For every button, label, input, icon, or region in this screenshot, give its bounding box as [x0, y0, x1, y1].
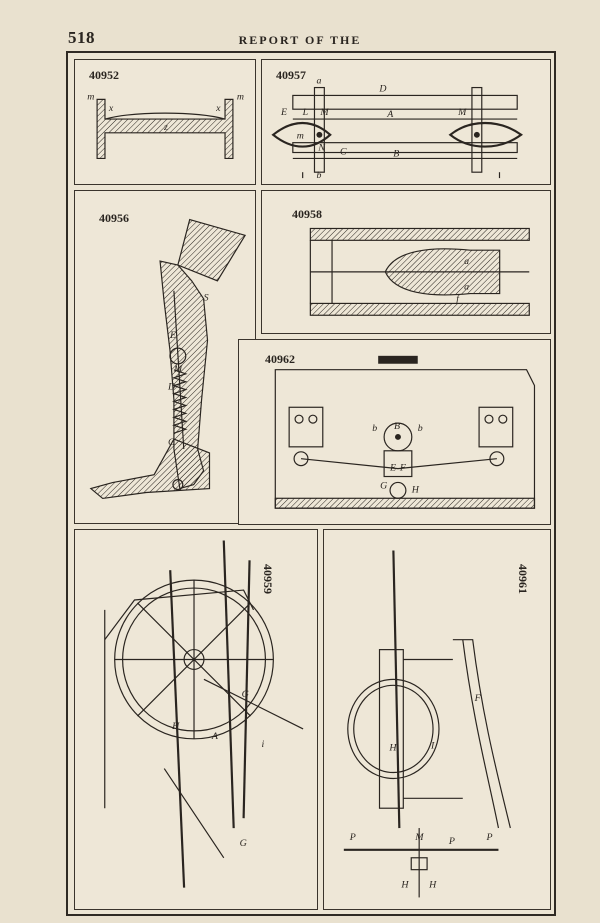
label-C: C: [168, 437, 175, 448]
figure-plate: m x x m z 40952 a D E L M M: [66, 51, 556, 916]
label-F: F: [474, 693, 482, 704]
figure-40956-drawing: S E M D C: [89, 218, 247, 500]
running-head: REPORT OF THE: [238, 33, 362, 47]
label-G: G: [380, 480, 387, 491]
label-B: B: [393, 148, 399, 159]
figure-40961: F H I P P P M H H 40961: [323, 529, 551, 910]
figure-40962-drawing: b B b E F G H: [274, 355, 536, 509]
label-L: L: [302, 107, 308, 118]
label-i: i: [261, 739, 264, 750]
figure-40956: S E M D C 40956: [74, 190, 256, 524]
label-H-lower-left: H: [400, 880, 409, 891]
label-m: m: [297, 131, 304, 142]
label-M-right: M: [457, 107, 467, 118]
label-H: H: [411, 484, 420, 495]
label-m-left: m: [87, 91, 94, 102]
label-F: F: [399, 463, 407, 474]
label-C: C: [340, 146, 347, 157]
figure-40959: H A G G i 40959: [74, 529, 318, 910]
label-x-left: x: [108, 103, 114, 114]
figure-number: 40958: [292, 207, 322, 221]
figure-40952-drawing: m x x m z: [87, 91, 244, 160]
label-b: b: [316, 170, 321, 181]
label-P-3: P: [448, 836, 455, 847]
label-b-left: b: [372, 423, 377, 434]
label-m-right: m: [237, 91, 244, 102]
label-A: A: [386, 109, 394, 120]
label-H: H: [388, 743, 397, 754]
figure-40952: m x x m z 40952: [74, 59, 256, 185]
label-G-bottom: G: [240, 838, 247, 849]
figure-40958: a a f 40958: [261, 190, 551, 334]
label-P-2: P: [486, 832, 493, 843]
label-I: I: [430, 741, 435, 752]
label-x-right: x: [215, 103, 221, 114]
label-M: M: [319, 107, 329, 118]
label-E: E: [389, 463, 396, 474]
label-M: M: [173, 364, 183, 375]
figure-number: 40962: [265, 352, 295, 366]
figure-40959-drawing: H A G G i: [104, 540, 304, 888]
label-P-1: P: [349, 832, 356, 843]
label-a-bottom: a: [464, 282, 469, 293]
page-number: 518: [68, 28, 95, 47]
figure-40957: a D E L M M A m N C B b 40957: [261, 59, 551, 185]
label-D: D: [167, 382, 175, 393]
figure-40958-drawing: a a f: [309, 227, 530, 316]
label-E: E: [169, 330, 176, 341]
figure-40961-drawing: F H I P P P M H H: [343, 550, 511, 898]
label-D: D: [378, 83, 386, 94]
figure-number: 40957: [276, 68, 306, 82]
figure-number: 40961: [516, 564, 530, 594]
label-z: z: [163, 122, 168, 133]
label-G-top: G: [242, 689, 249, 700]
label-B: B: [394, 421, 400, 432]
label-H-lower: H: [428, 880, 437, 891]
label-a: a: [316, 76, 321, 87]
label-A: A: [211, 731, 219, 742]
label-M: M: [414, 832, 424, 843]
figure-number: 40956: [99, 211, 129, 225]
figure-number: 40952: [89, 68, 119, 82]
label-H: H: [171, 721, 180, 732]
figure-40957-drawing: a D E L M M A m N C B b: [271, 76, 523, 181]
label-f: f: [456, 293, 460, 304]
label-b-right: b: [418, 423, 423, 434]
label-S: S: [204, 293, 209, 304]
figure-40962: b B b E F G H 40962: [238, 339, 551, 525]
label-a-top: a: [464, 256, 469, 267]
label-E: E: [280, 107, 287, 118]
label-N: N: [317, 143, 326, 154]
figure-number: 40959: [261, 564, 275, 594]
